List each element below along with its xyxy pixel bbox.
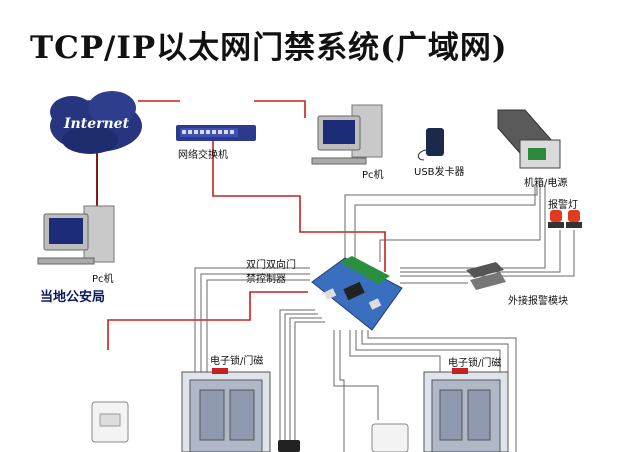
internet-cloud <box>50 91 142 154</box>
pc-left <box>37 205 115 265</box>
exit-button-right <box>371 423 409 452</box>
controller-label-1: 双门双向门 <box>246 260 296 271</box>
switch-label: 网络交换机 <box>178 150 228 161</box>
wire-left-long <box>107 291 308 350</box>
controller-label-2: 禁控制器 <box>246 274 286 285</box>
alarm-module-label: 外接报警模块 <box>508 296 568 307</box>
lock-left-label: 电子锁/门磁 <box>210 356 264 367</box>
wire-switch-controller <box>212 141 386 272</box>
alarm-module <box>466 262 506 290</box>
red-wires <box>107 100 386 350</box>
power-box-label: 机箱/电源 <box>524 178 568 189</box>
network-switch <box>176 125 256 141</box>
door-left <box>181 368 271 452</box>
usb-reader-label: USB发卡器 <box>414 167 465 178</box>
pc-top <box>311 104 383 165</box>
police-label: 当地公安局 <box>40 290 106 305</box>
gray-wires <box>194 185 575 452</box>
controller-board <box>311 256 403 331</box>
internet-label: Internet <box>64 116 130 132</box>
lock-right-label: 电子锁/门磁 <box>448 358 502 369</box>
alarm-lamp-label: 报警灯 <box>548 200 578 211</box>
pc-left-label: Pc机 <box>92 274 114 285</box>
door-right <box>423 368 509 452</box>
wire-switch-pc <box>254 100 306 118</box>
pc-top-label: Pc机 <box>362 170 384 181</box>
power-box <box>497 109 561 169</box>
alarm-lamps <box>548 210 582 228</box>
diagram-title: TCP/IP以太网门禁系统(广域网) <box>30 30 508 66</box>
exit-button-left <box>91 401 129 443</box>
card-reader-left <box>278 440 300 452</box>
usb-card-reader <box>417 128 444 161</box>
